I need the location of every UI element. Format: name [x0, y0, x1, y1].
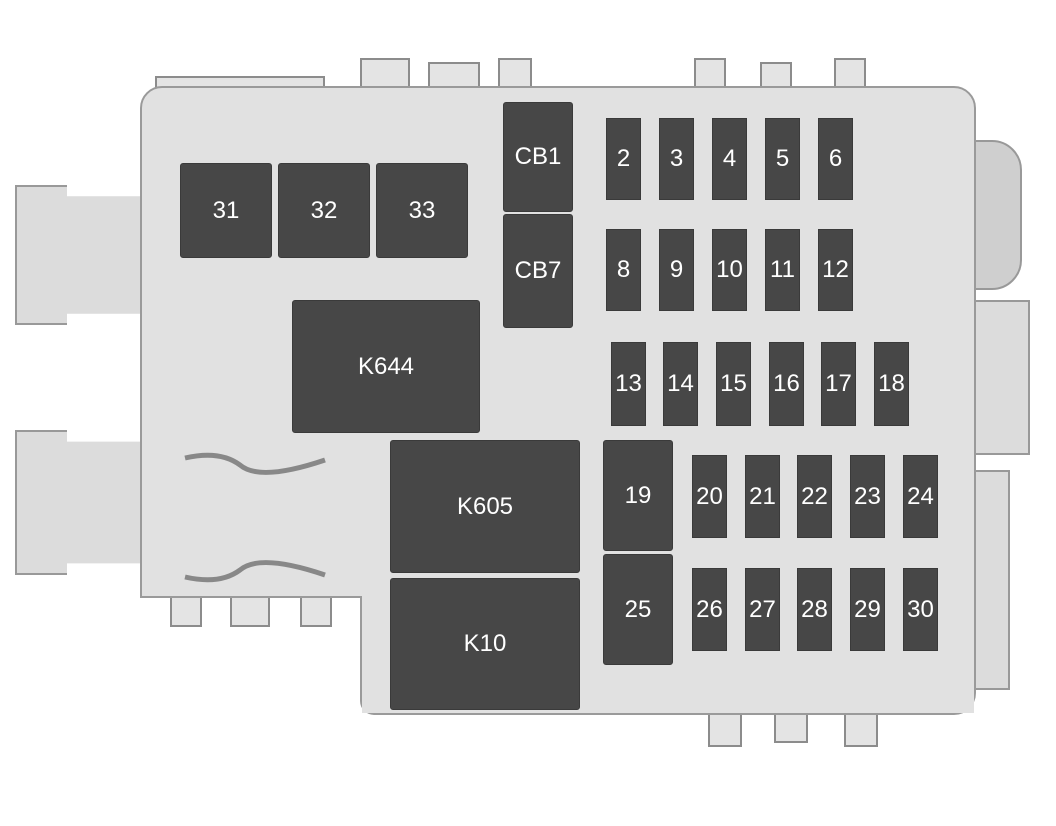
fuse-26[interactable]: 26 — [692, 568, 727, 651]
fuse-30[interactable]: 30 — [903, 568, 938, 651]
fuse-19[interactable]: 19 — [603, 440, 673, 551]
fuse-label: 31 — [212, 196, 240, 224]
fuse-label: 6 — [828, 145, 843, 172]
fuse-label: 23 — [854, 482, 881, 510]
fuse-13[interactable]: 13 — [611, 342, 646, 426]
fuse-label: 15 — [720, 370, 747, 397]
fuse-4[interactable]: 4 — [712, 118, 747, 200]
cb-label: CB7 — [514, 257, 562, 284]
fuse-20[interactable]: 20 — [692, 455, 727, 538]
fuse-31[interactable]: 31 — [180, 163, 272, 258]
relay-label: K644 — [357, 352, 415, 380]
fuse-12[interactable]: 12 — [818, 229, 853, 311]
fuse-label: 13 — [615, 370, 642, 397]
relay-k605[interactable]: K605 — [390, 440, 580, 573]
fuse-label: 14 — [667, 370, 694, 397]
fuse-24[interactable]: 24 — [903, 455, 938, 538]
fuse-label: 29 — [854, 595, 881, 623]
fuse-23[interactable]: 23 — [850, 455, 885, 538]
wire-clip-icon — [184, 452, 326, 475]
fuse-8[interactable]: 8 — [606, 229, 641, 311]
fuse-32[interactable]: 32 — [278, 163, 370, 258]
circuit-breaker-cb1[interactable]: CB1 — [503, 102, 573, 212]
fuse-label: 19 — [624, 481, 652, 509]
fuse-label: 27 — [749, 595, 776, 623]
fuse-33[interactable]: 33 — [376, 163, 468, 258]
fuse-10[interactable]: 10 — [712, 229, 747, 311]
cb-label: CB1 — [514, 143, 562, 170]
left-connector-lower — [15, 430, 145, 575]
fuse-label: 30 — [907, 595, 934, 623]
fuse-label: 10 — [716, 256, 743, 283]
fuse-22[interactable]: 22 — [797, 455, 832, 538]
fuse-label: 21 — [749, 482, 776, 510]
relay-label: K10 — [463, 630, 507, 657]
fuse-label: 26 — [696, 595, 723, 623]
relay-label: K605 — [456, 492, 514, 520]
fuse-label: 17 — [825, 370, 852, 397]
fuse-label: 12 — [822, 256, 849, 283]
fuse-label: 20 — [696, 482, 723, 510]
left-connector-upper — [15, 185, 145, 325]
fuse-label: 24 — [907, 482, 934, 510]
wire-clip-icon — [184, 560, 326, 583]
circuit-breaker-cb7[interactable]: CB7 — [503, 214, 573, 328]
fuse-label: 2 — [616, 145, 631, 172]
fuse-25[interactable]: 25 — [603, 554, 673, 665]
fuse-label: 16 — [773, 370, 800, 397]
fuse-15[interactable]: 15 — [716, 342, 751, 426]
fuse-label: 28 — [801, 595, 828, 623]
fuse-label: 4 — [722, 145, 737, 172]
fuse-9[interactable]: 9 — [659, 229, 694, 311]
fuse-label: 5 — [775, 145, 790, 172]
fuse-14[interactable]: 14 — [663, 342, 698, 426]
fuse-label: 33 — [408, 196, 436, 224]
fuse-label: 22 — [801, 482, 828, 510]
fuse-27[interactable]: 27 — [745, 568, 780, 651]
fuse-11[interactable]: 11 — [765, 229, 800, 311]
relay-k644[interactable]: K644 — [292, 300, 480, 433]
fuse-16[interactable]: 16 — [769, 342, 804, 426]
fuse-6[interactable]: 6 — [818, 118, 853, 200]
fuse-label: 32 — [310, 196, 338, 224]
fuse-label: 8 — [616, 256, 631, 283]
fuse-28[interactable]: 28 — [797, 568, 832, 651]
fuse-label: 9 — [669, 256, 684, 283]
fuse-label: 18 — [878, 370, 905, 397]
fuse-5[interactable]: 5 — [765, 118, 800, 200]
fuse-17[interactable]: 17 — [821, 342, 856, 426]
fuse-29[interactable]: 29 — [850, 568, 885, 651]
fuse-21[interactable]: 21 — [745, 455, 780, 538]
fuse-2[interactable]: 2 — [606, 118, 641, 200]
right-side-rail — [970, 470, 1010, 690]
fuse-18[interactable]: 18 — [874, 342, 909, 426]
fuse-label: 3 — [669, 145, 684, 172]
fuse-label: 25 — [624, 595, 652, 623]
fuse-3[interactable]: 3 — [659, 118, 694, 200]
relay-k10[interactable]: K10 — [390, 578, 580, 710]
fuse-label: 11 — [770, 256, 795, 283]
